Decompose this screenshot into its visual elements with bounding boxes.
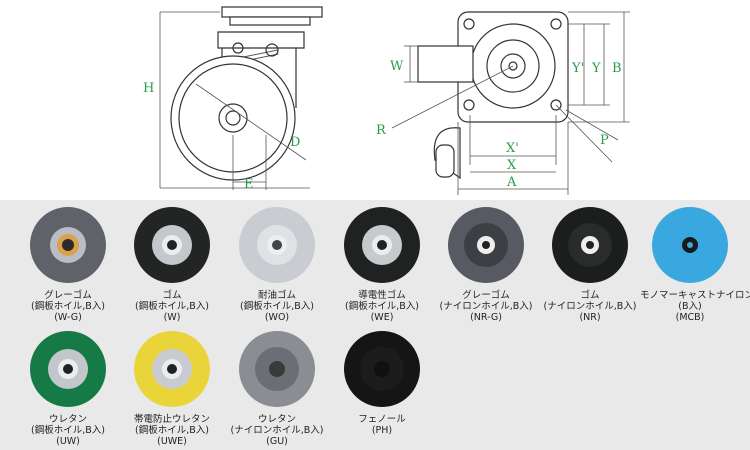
wheel-hub: (ナイロンホイル,B入) <box>230 425 324 436</box>
wheel-hub: (鋼板ホイル,B入) <box>345 301 419 312</box>
dim-label-b: B <box>612 61 622 76</box>
wheel-item-uw: ウレタン(鋼板ホイル,B入)(UW) <box>18 328 118 447</box>
wheel-code: (NR) <box>579 312 601 323</box>
wheel-code: (W) <box>163 312 181 323</box>
wheel-name: 帯電防止ウレタン <box>133 414 210 425</box>
wheel-name: モノマーキャストナイロン <box>640 290 750 301</box>
wheel-item-gu: ウレタン(ナイロンホイル,B入)(GU) <box>227 328 327 447</box>
wheel-name: フェノール <box>358 414 406 425</box>
wheel-hub: (鋼板ホイル,B入) <box>135 301 209 312</box>
wheel-image <box>134 331 210 407</box>
caster-dimension-diagram: H D E R W Y' Y B X' X A P <box>143 6 630 195</box>
wheel-name: ゴム <box>162 290 182 301</box>
dim-label-h: H <box>143 81 154 96</box>
dim-label-r: R <box>376 123 387 138</box>
wheel-image <box>30 207 106 283</box>
wheel-image <box>134 207 210 283</box>
dim-label-p: P <box>600 133 609 148</box>
wheel-image <box>344 331 420 407</box>
wheel-image <box>239 207 315 283</box>
wheel-code: (WO) <box>264 312 290 323</box>
wheel-item-wo: 耐油ゴム(鋼板ホイル,B入)(WO) <box>227 204 327 323</box>
wheel-code: (W-G) <box>54 312 82 323</box>
dim-label-y: Y <box>591 61 601 76</box>
wheel-name: ウレタン <box>48 414 87 425</box>
wheel-image <box>652 207 728 283</box>
wheel-type-panel: グレーゴム(鋼板ホイル,B入)(W-G) ゴム(鋼板ホイル,B入)(W) 耐油ゴ… <box>0 200 750 450</box>
wheel-code: (UW) <box>56 436 80 447</box>
wheel-code: (WE) <box>370 312 394 323</box>
dim-label-a: A <box>506 175 517 190</box>
wheel-name: ウレタン <box>257 414 296 425</box>
wheel-item-nr-g: グレーゴム(ナイロンホイル,B入)(NR-G) <box>436 204 536 323</box>
wheel-item-w-g: グレーゴム(鋼板ホイル,B入)(W-G) <box>18 204 118 323</box>
wheel-item-mcb: モノマーキャストナイロン(B入)(MCB) <box>640 204 750 323</box>
wheel-code: (UWE) <box>157 436 187 447</box>
dim-label-y-prime: Y' <box>571 61 584 76</box>
wheel-code: (GU) <box>266 436 288 447</box>
wheel-item-ph: フェノール(PH) <box>332 328 432 436</box>
wheel-image <box>448 207 524 283</box>
wheel-code: (MCB) <box>675 312 705 323</box>
wheel-item-we: 導電性ゴム(鋼板ホイル,B入)(WE) <box>332 204 432 323</box>
wheel-hub: (鋼板ホイル,B入) <box>31 425 105 436</box>
wheel-name: ゴム <box>580 290 600 301</box>
wheel-hub: (鋼板ホイル,B入) <box>31 301 105 312</box>
dim-label-w: W <box>390 59 404 74</box>
wheel-code: (NR-G) <box>470 312 502 323</box>
wheel-name: グレーゴム <box>44 290 92 301</box>
wheel-name: 耐油ゴム <box>257 290 296 301</box>
wheel-hub: (鋼板ホイル,B入) <box>135 425 209 436</box>
wheel-item-uwe: 帯電防止ウレタン(鋼板ホイル,B入)(UWE) <box>122 328 222 447</box>
wheel-hub: (B入) <box>678 301 702 312</box>
wheel-hub: (鋼板ホイル,B入) <box>240 301 314 312</box>
wheel-name: グレーゴム <box>462 290 510 301</box>
wheel-item-w: ゴム(鋼板ホイル,B入)(W) <box>122 204 222 323</box>
wheel-image <box>30 331 106 407</box>
wheel-hub: (ナイロンホイル,B入) <box>439 301 533 312</box>
dim-label-x: X <box>507 158 517 173</box>
wheel-hub: (ナイロンホイル,B入) <box>543 301 637 312</box>
wheel-code: (PH) <box>371 425 393 436</box>
wheel-name: 導電性ゴム <box>358 290 406 301</box>
wheel-image <box>344 207 420 283</box>
dim-label-x-prime: X' <box>506 141 519 156</box>
wheel-image <box>239 331 315 407</box>
wheel-image <box>552 207 628 283</box>
wheel-item-nr: ゴム(ナイロンホイル,B入)(NR) <box>540 204 640 323</box>
dim-label-d: D <box>290 135 300 150</box>
dim-label-e: E <box>244 177 254 192</box>
